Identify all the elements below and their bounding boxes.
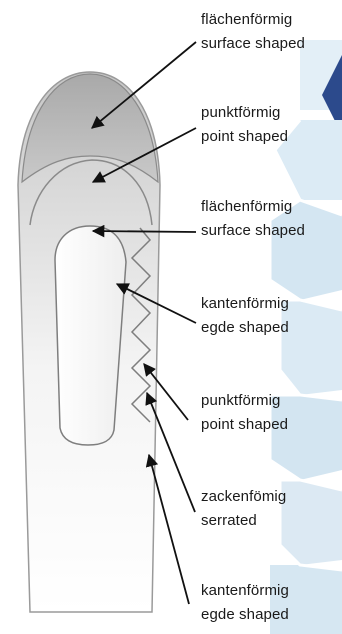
- arrow-3: [93, 231, 196, 232]
- label-en: point shaped: [201, 125, 341, 149]
- label-en: egde shaped: [201, 316, 341, 340]
- needle: [18, 72, 160, 612]
- arrow-7: [149, 455, 189, 604]
- label-en: serrated: [201, 509, 341, 533]
- label-surface-shaped-eye: flächenförmig surface shaped: [201, 195, 341, 243]
- label-point-shaped-top: punktförmig point shaped: [201, 101, 341, 149]
- label-de: flächenförmig: [201, 195, 341, 219]
- label-de: kantenförmig: [201, 292, 341, 316]
- label-edge-shaped-bottom: kantenförmig egde shaped: [201, 579, 341, 627]
- label-point-shaped-lower: punktförmig point shaped: [201, 389, 341, 437]
- needle-eye-shape: [55, 226, 126, 445]
- label-en: point shaped: [201, 413, 341, 437]
- label-en: surface shaped: [201, 32, 341, 56]
- label-edge-shaped-eye: kantenförmig egde shaped: [201, 292, 341, 340]
- label-de: flächenförmig: [201, 8, 341, 32]
- label-de: kantenförmig: [201, 579, 341, 603]
- label-serrated: zackenfömig serrated: [201, 485, 341, 533]
- label-en: surface shaped: [201, 219, 341, 243]
- label-de: punktförmig: [201, 101, 341, 125]
- label-surface-shaped-top: flächenförmig surface shaped: [201, 8, 341, 56]
- label-en: egde shaped: [201, 603, 341, 627]
- label-de: punktförmig: [201, 389, 341, 413]
- label-de: zackenfömig: [201, 485, 341, 509]
